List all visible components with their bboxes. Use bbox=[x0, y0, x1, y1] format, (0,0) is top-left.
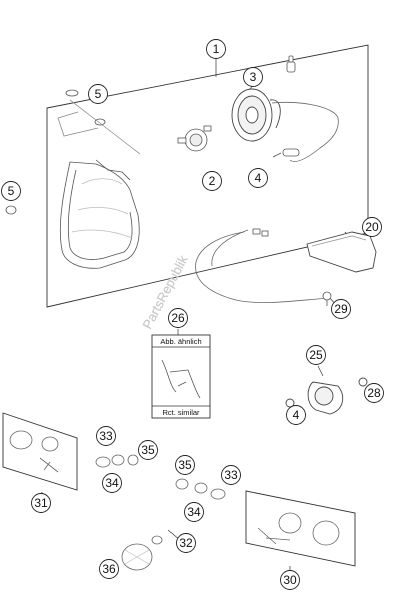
callout-label: 4 bbox=[255, 171, 262, 185]
callout-circle bbox=[221, 465, 241, 485]
callout-c5b: 5 bbox=[1, 181, 21, 201]
callout-c25: 25 bbox=[306, 345, 326, 365]
callout-label: 3 bbox=[250, 70, 257, 84]
callout-circle bbox=[331, 299, 351, 319]
wire-connector bbox=[252, 228, 269, 237]
inset-bottom-label: Rct. similar bbox=[162, 408, 200, 417]
callout-circle bbox=[99, 559, 119, 579]
callout-c35b: 35 bbox=[175, 455, 195, 475]
callout-circle bbox=[286, 405, 306, 425]
lamp-cover bbox=[306, 231, 377, 273]
screw bbox=[322, 291, 332, 306]
callout-label: 33 bbox=[99, 429, 113, 443]
callout-circle bbox=[1, 181, 21, 201]
callout-c36: 36 bbox=[99, 559, 119, 579]
callout-c34a: 34 bbox=[102, 473, 122, 493]
fastener-parts bbox=[5, 89, 141, 215]
callout-label: 29 bbox=[334, 302, 348, 316]
callout-label: 30 bbox=[283, 573, 297, 587]
callout-label: 5 bbox=[8, 184, 15, 198]
inset-top-label: Abb. ähnlich bbox=[160, 337, 201, 346]
callout-circle bbox=[102, 473, 122, 493]
callout-label: 20 bbox=[365, 220, 379, 234]
inset-similar-box: Abb. ähnlich Rct. similar bbox=[151, 334, 211, 419]
callout-circle bbox=[364, 383, 384, 403]
callout-c26: 26 bbox=[168, 308, 188, 328]
callout-label: 34 bbox=[105, 476, 119, 490]
callout-c20: 20 bbox=[362, 217, 382, 237]
callout-c33a: 33 bbox=[96, 426, 116, 446]
callout-label: 2 bbox=[209, 174, 216, 188]
callout-label: 36 bbox=[102, 562, 116, 576]
parking-bulb bbox=[272, 148, 300, 158]
headlight-reflector bbox=[231, 88, 281, 142]
callout-c2: 2 bbox=[202, 171, 222, 191]
headlight-mask bbox=[57, 111, 140, 269]
callout-circle bbox=[243, 67, 263, 87]
callout-label: 35 bbox=[141, 443, 155, 457]
callout-circle bbox=[206, 39, 226, 59]
callout-circle bbox=[96, 426, 116, 446]
callout-label: 25 bbox=[309, 348, 323, 362]
callout-circle bbox=[138, 440, 158, 460]
callout-c34b: 34 bbox=[184, 502, 204, 522]
callout-label: 28 bbox=[367, 386, 381, 400]
callout-c1: 1 bbox=[206, 39, 226, 59]
callout-label: 32 bbox=[179, 536, 193, 550]
callout-circle bbox=[31, 493, 51, 513]
callout-c35a: 35 bbox=[138, 440, 158, 460]
callout-c33b: 33 bbox=[221, 465, 241, 485]
inset-wire-sketch bbox=[161, 359, 201, 399]
callout-c28: 28 bbox=[364, 383, 384, 403]
callout-label: 5 bbox=[95, 87, 102, 101]
callout-circle bbox=[248, 168, 268, 188]
callout-circle bbox=[175, 455, 195, 475]
callout-circle bbox=[362, 217, 382, 237]
callout-c30: 30 bbox=[280, 570, 300, 590]
small-bulb bbox=[286, 55, 296, 73]
callout-circle bbox=[202, 171, 222, 191]
gasket-rings bbox=[95, 454, 226, 545]
callout-label: 4 bbox=[293, 408, 300, 422]
callout-label: 34 bbox=[187, 505, 201, 519]
callout-c31: 31 bbox=[31, 493, 51, 513]
callout-circle bbox=[168, 308, 188, 328]
right-light-panel bbox=[245, 490, 356, 567]
callout-c5a: 5 bbox=[88, 84, 108, 104]
callout-circle bbox=[176, 533, 196, 553]
callout-circle bbox=[88, 84, 108, 104]
wiring-harness bbox=[195, 101, 339, 303]
callout-label: 33 bbox=[224, 468, 238, 482]
callout-circle bbox=[306, 345, 326, 365]
left-light-panel bbox=[2, 412, 78, 491]
callout-label: 26 bbox=[171, 311, 185, 325]
callout-circle bbox=[280, 570, 300, 590]
signal-lens bbox=[121, 543, 153, 571]
callout-c29: 29 bbox=[331, 299, 351, 319]
callout-c3: 3 bbox=[243, 67, 263, 87]
turn-signal bbox=[285, 377, 368, 415]
callout-c32: 32 bbox=[176, 533, 196, 553]
callout-c4a: 4 bbox=[248, 168, 268, 188]
callout-label: 31 bbox=[34, 496, 48, 510]
bulb-holder bbox=[177, 125, 212, 152]
callout-label: 1 bbox=[213, 42, 220, 56]
callout-circle bbox=[184, 502, 204, 522]
callout-label: 35 bbox=[178, 458, 192, 472]
callout-c4b: 4 bbox=[286, 405, 306, 425]
